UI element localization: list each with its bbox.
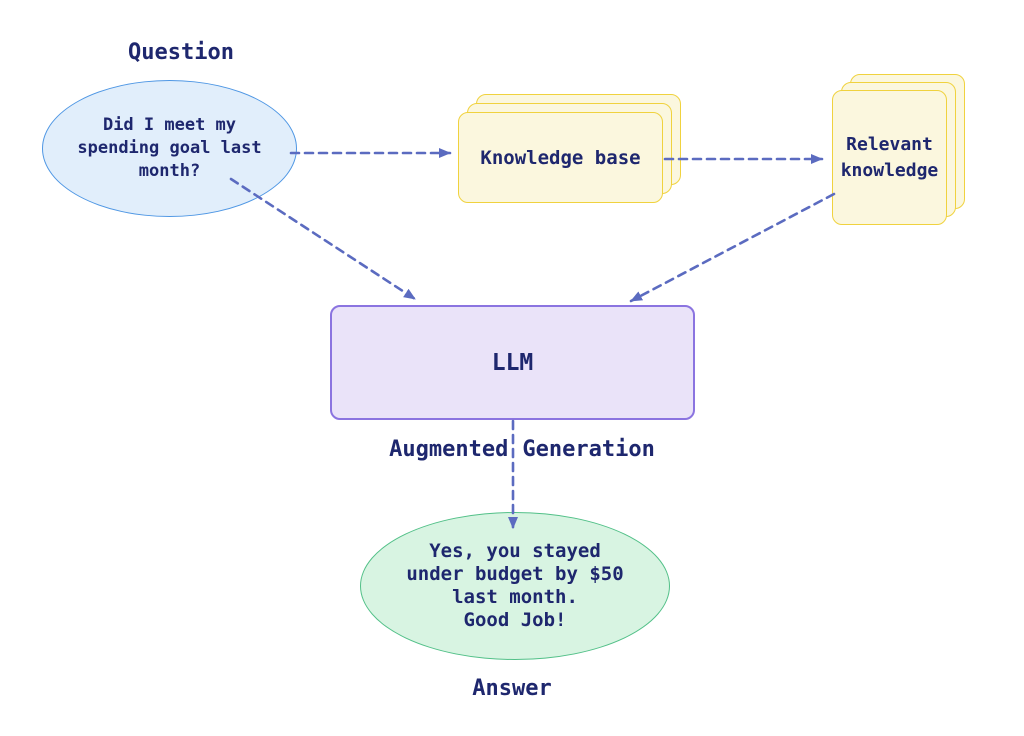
knowledge-base-label: Knowledge base — [480, 146, 641, 169]
relevant-knowledge-stack: Relevant knowledge — [832, 74, 966, 226]
question-node-title: Question — [128, 40, 234, 65]
relevant-knowledge-label: Relevant knowledge — [840, 133, 939, 181]
relevant-knowledge-card: Relevant knowledge — [832, 90, 947, 225]
knowledge-base-card: Knowledge base — [458, 112, 663, 203]
llm-label: LLM — [491, 349, 534, 376]
answer-node-title: Answer — [472, 676, 552, 701]
answer-bubble-text: Yes, you stayed under budget by $50 last… — [406, 540, 624, 631]
generation-word: Generation — [522, 437, 655, 462]
edge-relevant-knowledge-to-llm — [629, 192, 836, 303]
knowledge-base-stack: Knowledge base — [458, 94, 682, 204]
llm-node: LLM — [330, 305, 695, 420]
augmented-word: Augmented — [389, 437, 509, 462]
question-bubble: Did I meet my spending goal last month? — [42, 80, 297, 217]
question-bubble-text: Did I meet my spending goal last month? — [77, 115, 262, 181]
augmented-generation-label: Augmented Generation — [389, 437, 655, 462]
answer-bubble: Yes, you stayed under budget by $50 last… — [360, 512, 670, 660]
